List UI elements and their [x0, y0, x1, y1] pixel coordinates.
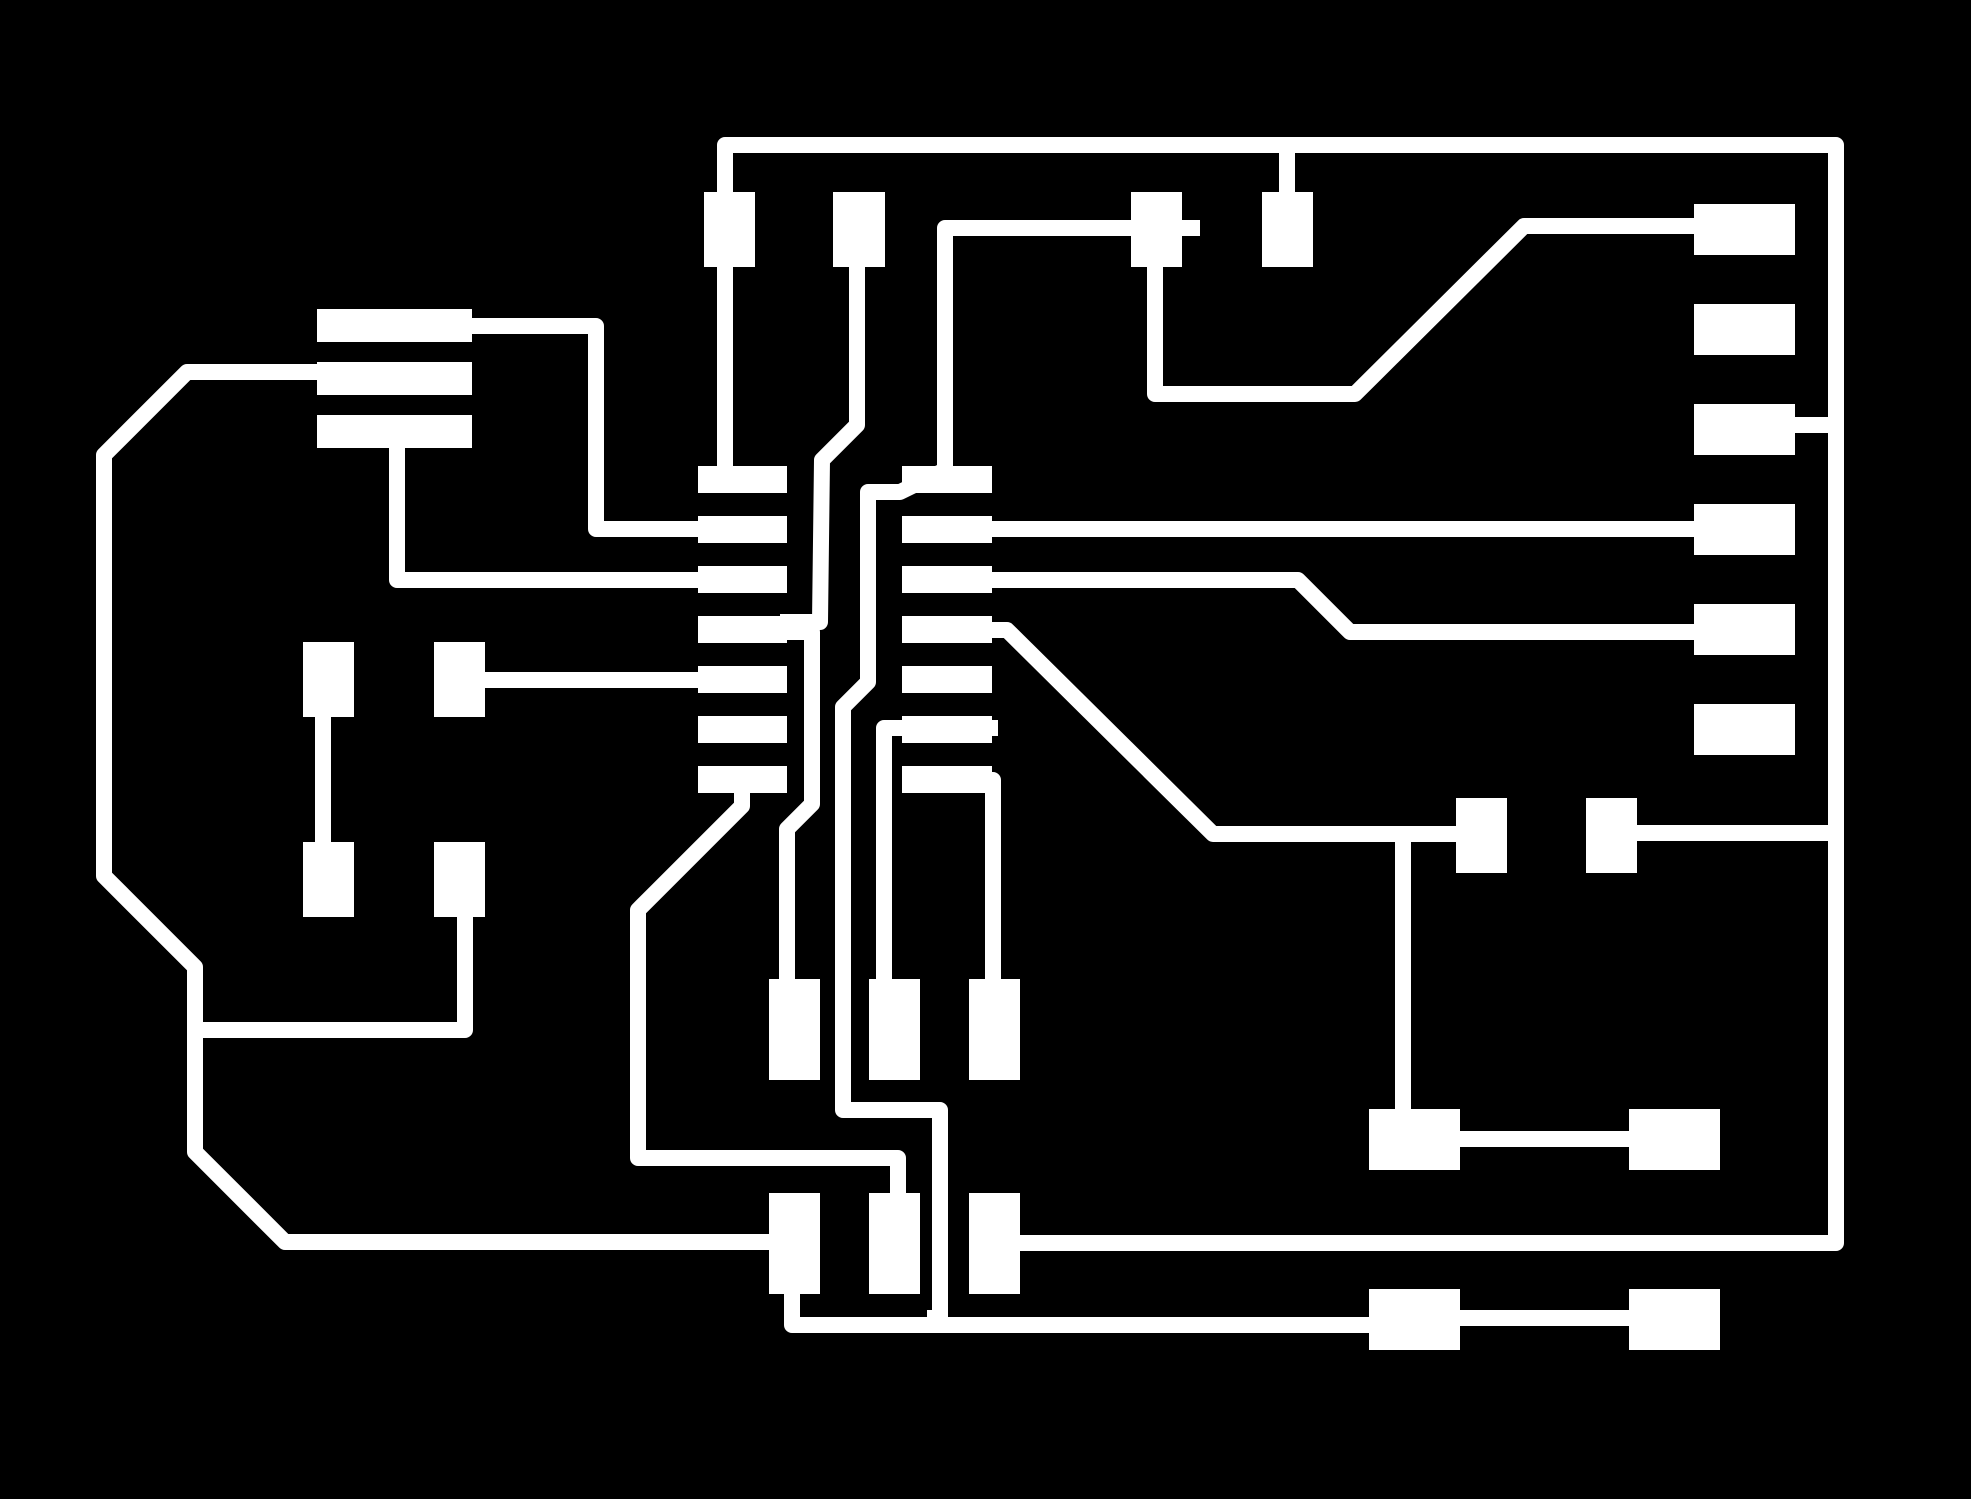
pad [434, 842, 485, 917]
trace [982, 772, 1001, 988]
pad [1369, 1109, 1460, 1170]
pad [1629, 1109, 1720, 1170]
pad [1629, 1289, 1720, 1350]
traces [96, 137, 1844, 1333]
pad [769, 1193, 820, 1294]
pad [698, 566, 787, 593]
pad [1131, 192, 1182, 267]
pad [1369, 1289, 1460, 1350]
pad [902, 516, 992, 543]
pad [1694, 204, 1795, 255]
pad [902, 766, 992, 793]
pad [698, 466, 787, 493]
pad [902, 566, 992, 593]
trace [780, 220, 865, 630]
pad [303, 642, 354, 717]
pad [303, 842, 354, 917]
pad [1694, 504, 1795, 555]
pad [869, 979, 920, 1080]
pad [1694, 704, 1795, 755]
pad [1694, 604, 1795, 655]
trace [1147, 205, 1703, 402]
trace [982, 572, 1703, 640]
trace [982, 622, 1464, 842]
pad [902, 616, 992, 643]
pad [869, 1193, 920, 1294]
pad [902, 716, 992, 743]
pad [317, 362, 472, 395]
pad [434, 642, 485, 717]
trace [389, 422, 706, 588]
pad [1694, 404, 1795, 455]
pad [1456, 798, 1507, 873]
pad [902, 466, 992, 493]
trace [464, 318, 706, 537]
pad [769, 979, 820, 1080]
pad [902, 666, 992, 693]
pad [1586, 798, 1637, 873]
trace [187, 908, 473, 1038]
trace [96, 364, 778, 1250]
trace [630, 789, 906, 1200]
pad [698, 716, 787, 743]
pad [969, 979, 1020, 1080]
pad [698, 666, 787, 693]
trace [835, 220, 1163, 1326]
pad [698, 616, 787, 643]
pad [1262, 192, 1313, 267]
trace [779, 624, 820, 988]
pads [303, 192, 1795, 1350]
pad [698, 766, 787, 793]
pad [704, 192, 755, 267]
pad [969, 1193, 1020, 1294]
pad [317, 415, 472, 448]
pad [317, 309, 472, 342]
pad [1694, 304, 1795, 355]
pad [833, 192, 885, 267]
pad [698, 516, 787, 543]
